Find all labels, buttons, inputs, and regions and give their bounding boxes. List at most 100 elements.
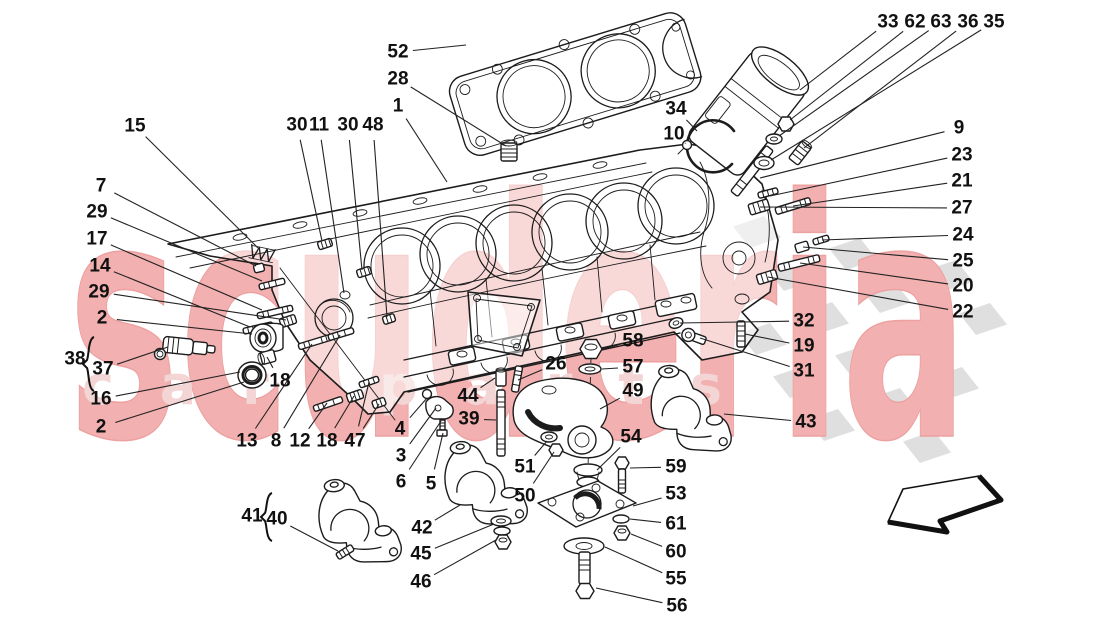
part-number-label: 40 (266, 509, 287, 530)
leader-line (699, 337, 790, 368)
part-number-label: 55 (665, 569, 687, 590)
cylinder-bores (363, 167, 715, 347)
sensor (162, 335, 216, 356)
part-number-label: 45 (410, 544, 432, 565)
part-number-label: 35 (983, 12, 1005, 33)
part-number-label: 49 (622, 381, 643, 402)
flag-cell (959, 303, 1007, 335)
leader-line (362, 403, 380, 429)
leader-line (778, 30, 930, 137)
part-number-label: 53 (665, 484, 686, 505)
part-number-label: 4 (395, 419, 406, 440)
leader-line (412, 44, 467, 52)
leader-line (357, 381, 370, 427)
mount-plate (537, 480, 637, 528)
flag-cell (835, 345, 883, 377)
mount-bolt (575, 551, 595, 600)
part-number-label: 61 (665, 514, 687, 535)
watermark-scuderia-text: scuderia (68, 130, 968, 514)
leader-line (629, 518, 662, 523)
part-number-label: 30 (337, 115, 358, 136)
leader-line (408, 420, 442, 470)
hex-nut (777, 116, 795, 132)
bearing (249, 322, 284, 353)
part-number-label: 30 (286, 115, 307, 136)
lower-studs (297, 327, 387, 412)
stud (812, 234, 830, 246)
grouping-brace (81, 336, 95, 392)
flag-cell (863, 281, 911, 313)
flag-cell (801, 302, 849, 334)
washer (612, 514, 630, 524)
leader-line (601, 367, 619, 370)
part-number-label: 48 (362, 115, 383, 136)
leader-line (409, 407, 437, 445)
leader-line (684, 142, 686, 144)
leader-line (803, 30, 957, 149)
part-number-label: 51 (514, 457, 536, 478)
part-number-label: 58 (622, 331, 643, 352)
leader-line (433, 539, 497, 576)
part-number-label: 5 (426, 474, 437, 495)
part-number-label: 60 (665, 542, 686, 563)
hex-nut (548, 443, 564, 457)
part-number-label: 16 (90, 389, 111, 410)
part-number-label: 10 (663, 124, 684, 145)
part-number-label: 39 (458, 409, 479, 430)
part-number-label: 57 (622, 357, 643, 378)
leader-line (110, 244, 263, 311)
leader-line (759, 131, 945, 179)
part-number-label: 9 (954, 118, 965, 139)
part-number-label: 29 (86, 202, 107, 223)
part-number-label: 54 (620, 427, 642, 448)
leader-line (629, 466, 662, 469)
leader-line (145, 136, 259, 249)
o-ring (421, 388, 433, 400)
leader-line (686, 119, 698, 132)
leader-line (434, 504, 461, 521)
part-number-label: 44 (457, 386, 479, 407)
leader-line (480, 377, 496, 389)
part-number-label: 41 (241, 506, 263, 527)
threaded-plug (755, 269, 779, 285)
part-number-label: 43 (795, 412, 816, 433)
part-number-label: 17 (86, 229, 107, 250)
leader-line (290, 525, 339, 552)
part-number-label: 6 (396, 472, 407, 493)
part-number-label: 29 (88, 282, 109, 303)
leader-line (409, 397, 428, 419)
part-number-label: 2 (97, 308, 108, 329)
leader-line (534, 440, 548, 456)
leader-line (630, 533, 663, 547)
stud (312, 396, 344, 412)
leader-line (723, 413, 792, 422)
deck-plug (316, 237, 334, 251)
leader-line (434, 523, 495, 549)
deck-holes (232, 161, 608, 241)
leader-line (114, 192, 257, 267)
leader-line (744, 333, 790, 344)
leader-line (769, 157, 948, 197)
socket-bolt (681, 327, 707, 345)
leader-line (410, 86, 507, 147)
threaded-plug (747, 198, 771, 216)
leader-line (517, 369, 543, 381)
left-small-parts (153, 244, 298, 389)
leader-line (308, 402, 328, 430)
direction-arrow (887, 474, 1004, 535)
leader-line (679, 320, 790, 324)
part-number-label: 7 (96, 176, 107, 197)
part-number-label: 21 (951, 171, 973, 192)
leader-line (802, 246, 949, 261)
part-number-label: 36 (957, 12, 978, 33)
deck-plug (355, 265, 373, 279)
o-ring (153, 347, 167, 361)
part-number-label: 46 (410, 572, 431, 593)
part-number-label: 8 (271, 431, 282, 452)
leader-line (334, 395, 355, 429)
part-number-label: 56 (666, 596, 687, 617)
part-number-label: 24 (952, 225, 974, 246)
part-number-label: 34 (665, 99, 687, 120)
